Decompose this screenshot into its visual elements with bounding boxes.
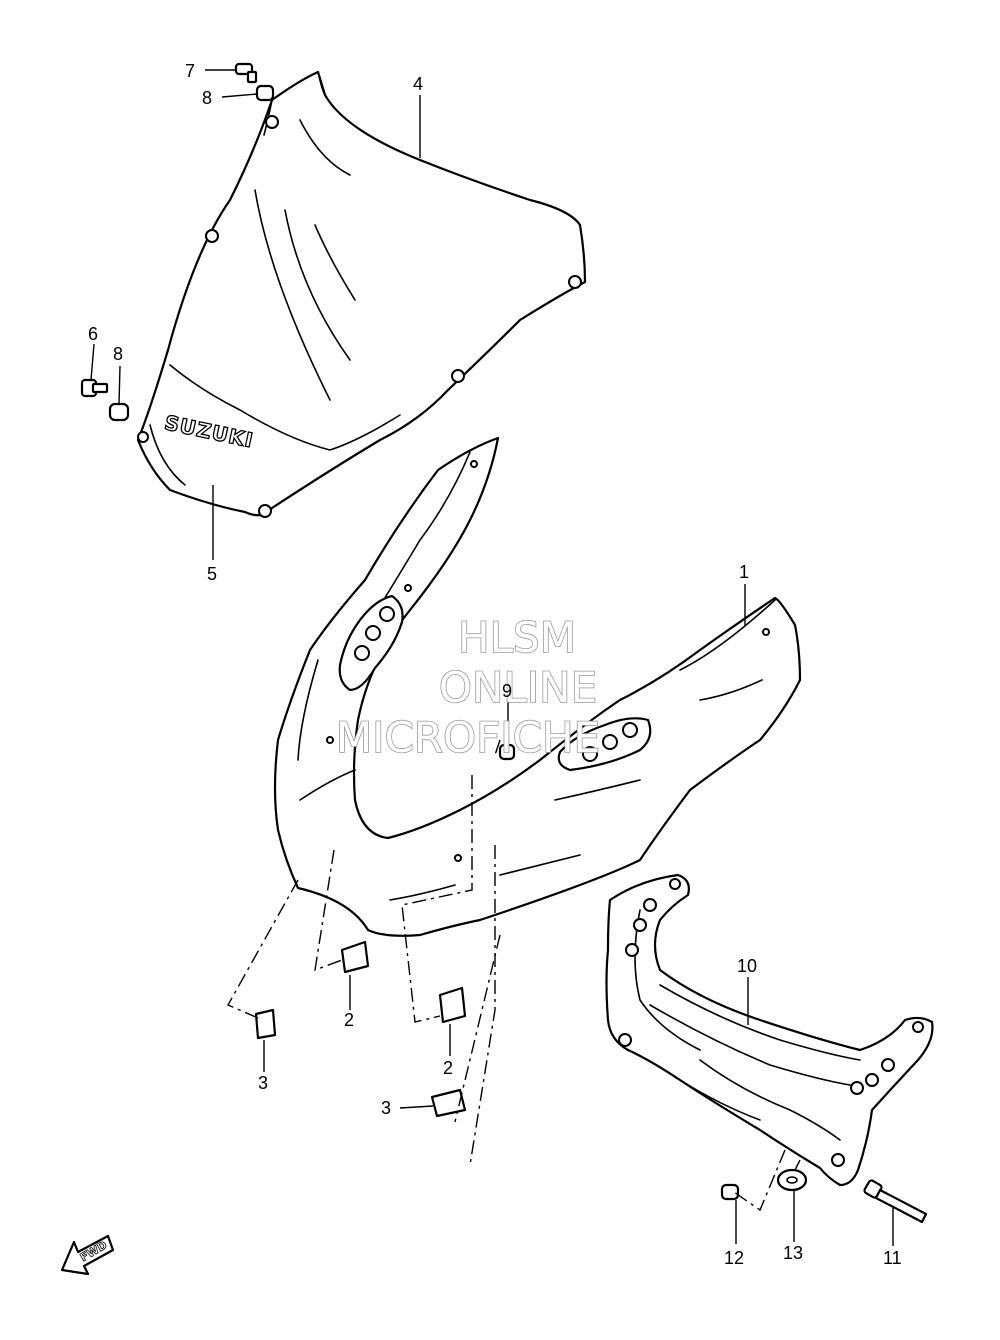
callout-7: 7	[185, 61, 195, 81]
callout-9: 9	[502, 681, 512, 701]
watermark-line1: HLSM	[458, 613, 576, 662]
assembly-lines	[227, 739, 801, 1212]
watermark-line3: MICROFICHE	[336, 713, 600, 762]
windscreen: SUZUKI	[136, 70, 587, 518]
callout-10: 10	[737, 956, 757, 976]
nut-9	[498, 743, 516, 761]
callout-12: 12	[724, 1248, 744, 1268]
callout-2-left: 2	[344, 1010, 354, 1030]
pad-2-left	[340, 940, 370, 974]
fairing-bracket	[605, 873, 934, 1187]
pad-2-right	[438, 986, 467, 1024]
callout-2-right: 2	[443, 1058, 453, 1078]
callout-1: 1	[739, 562, 749, 582]
forward-arrow-icon: FWD	[60, 1234, 115, 1276]
callout-8-left: 8	[113, 344, 123, 364]
callouts: 7 8 4 6 8 5 1 9 10 2 2 3 3 12 13 11	[88, 61, 902, 1268]
leader-lines	[90, 69, 894, 1246]
watermark: HLSM ONLINE MICROFICHE	[335, 612, 601, 763]
watermark-line2: ONLINE	[439, 663, 597, 712]
bolt-11	[863, 1179, 928, 1224]
well-nut-8-left	[108, 402, 130, 422]
screw-7	[234, 62, 258, 84]
callout-3-left: 3	[258, 1073, 268, 1093]
callout-13: 13	[783, 1243, 803, 1263]
callout-3-right: 3	[381, 1098, 391, 1118]
washer-13	[776, 1168, 808, 1192]
callout-4: 4	[413, 74, 423, 94]
callout-8-top: 8	[202, 88, 212, 108]
well-nut-8-top	[255, 84, 275, 102]
upper-fairing	[273, 436, 802, 937]
callout-5: 5	[207, 564, 217, 584]
callout-6: 6	[88, 324, 98, 344]
screw-6	[80, 378, 109, 398]
pad-3-left	[254, 1008, 277, 1040]
callout-11: 11	[883, 1248, 902, 1268]
nut-12	[720, 1183, 740, 1201]
pad-3-right	[430, 1088, 467, 1118]
